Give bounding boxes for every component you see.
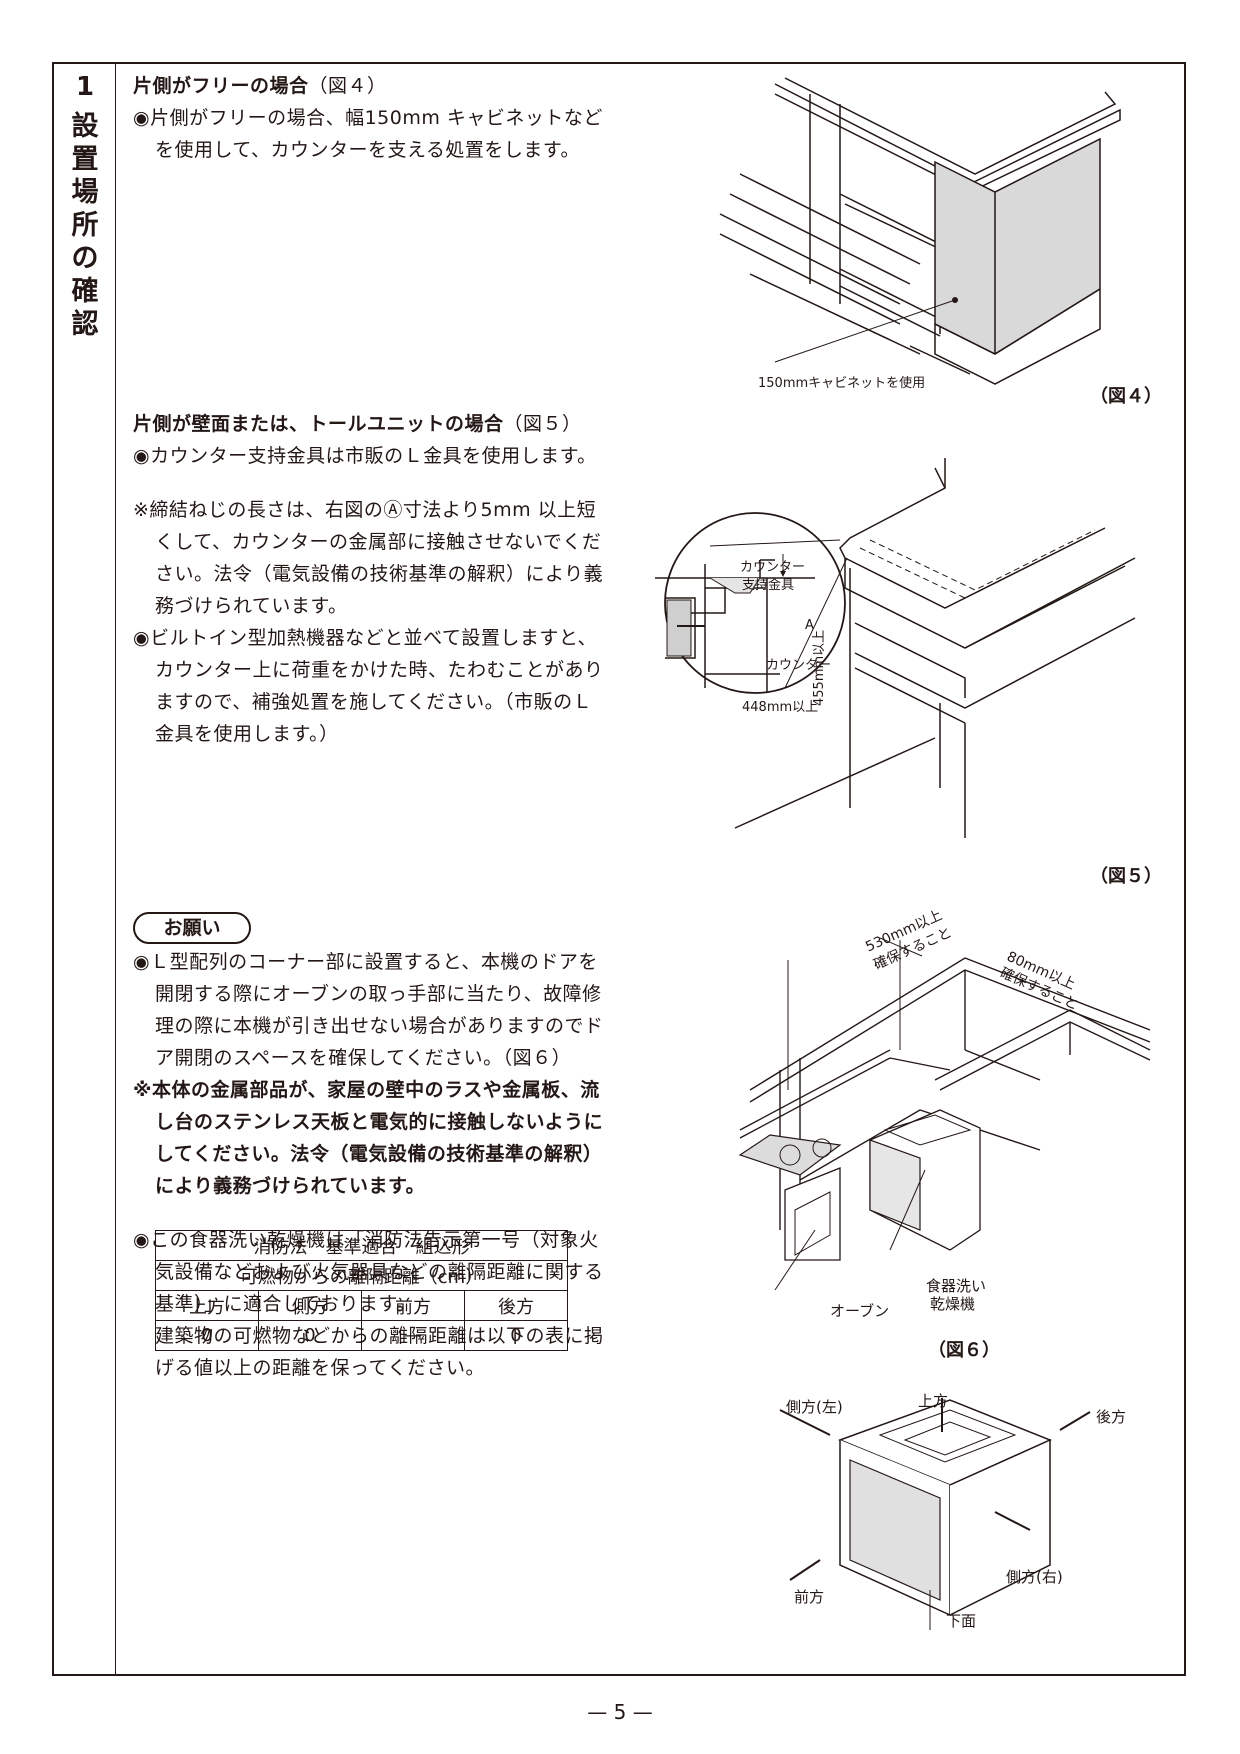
line-text: 開閉する際にオーブンの取っ手部に当たり、故障修 (155, 983, 602, 1005)
line-text: を使用して、カウンターを支える処置をします。 (155, 139, 581, 161)
table-row: 上方 側方 前方 後方 (155, 1290, 568, 1321)
figure-5-label-455: 455mm以上 (812, 629, 827, 706)
line-text: により義務づけられています。 (155, 1175, 426, 1197)
figure-5-label-bracket-2: 支持金具 (742, 578, 795, 593)
line-text: 理の際に本機が引き出せない場合がありますのでド (155, 1015, 604, 1037)
figure-6-label-washer-1: 食器洗い (926, 1277, 987, 1295)
figure-7-label-rear: 後方 (1096, 1408, 1127, 1426)
figure-4-cabinet-label: 150mmキャビネットを使用 (758, 376, 926, 391)
figure-ref: （図４） (308, 75, 387, 97)
bullet-paragraph: ◉Ｌ型配列のコーナー部に設置すると、本機のドアを 開閉する際にオーブンの取っ手部… (133, 946, 653, 1074)
figure-7-label-front: 前方 (794, 1588, 825, 1606)
figure-6-label-oven: オーブン (830, 1302, 890, 1320)
figure-7-label-top: 上方 (918, 1392, 949, 1410)
figure-5-label-a: A (805, 618, 814, 633)
line-text: ◉ビルトイン型加熱機器などと並べて設置しますと、 (133, 627, 598, 649)
table-header-cell: 後方 (464, 1290, 568, 1321)
heading-text: 片側が壁面または、トールユニットの場合 (133, 413, 504, 435)
line-text: ますので、補強処置を施してください。（市販のＬ (155, 691, 593, 713)
figure-4-drawing (719, 77, 1121, 385)
section-number: 1 (75, 72, 95, 102)
section-title-char: の (71, 243, 99, 274)
line-text: ※本体の金属部品が、家屋の壁中のラスや金属板、流 (133, 1079, 600, 1101)
table-header-cell: 上方 (155, 1290, 259, 1321)
section-title-char: 認 (71, 309, 99, 340)
figure-6-caption: （図６） (928, 1340, 1000, 1361)
section-title-char: 場 (71, 177, 99, 208)
figure-5-label-448: 448mm以上 (742, 700, 819, 715)
table-cell: — (361, 1320, 465, 1351)
figure-6-drawing (738, 937, 1151, 1291)
line-text: げる値以上の距離を保ってください。 (155, 1357, 485, 1379)
figure-6-label-washer-2: 乾燥機 (930, 1295, 976, 1313)
table-cell: 0 (258, 1320, 362, 1351)
figure-5-caption: （図５） (1090, 866, 1162, 887)
line-text: カウンター上に荷重をかけた時、たわむことがあり (155, 659, 604, 681)
line-text: 金具を使用します。） (155, 723, 339, 745)
table-row: 消防法 基準適合 組込形 (155, 1230, 568, 1261)
figure-ref: （図５） (503, 413, 582, 435)
clearance-table: 消防法 基準適合 組込形 可燃物からの離隔距離（cm） 上方 側方 前方 後方 … (155, 1230, 568, 1351)
line-text: さい。法令（電気設備の技術基準の解釈）により義 (155, 563, 604, 585)
block-free-side: 片側がフリーの場合（図４） ◉片側がフリーの場合、幅150mm キャビネットなど… (133, 70, 653, 166)
figure-7-label-bottom: 下面 (946, 1612, 977, 1630)
figure-5-drawing (655, 458, 1136, 838)
request-badge: お願い (133, 912, 251, 944)
section-title-char: 確 (71, 276, 99, 307)
figure-5-label-counter: カウンター (766, 658, 832, 673)
table-subtitle: 可燃物からの離隔距離（cm） (155, 1260, 568, 1291)
table-row: 可燃物からの離隔距離（cm） (155, 1260, 568, 1291)
table-title: 消防法 基準適合 組込形 (155, 1230, 568, 1261)
block-wall-side-heading: 片側が壁面または、トールユニットの場合（図５） (133, 408, 653, 440)
line-text: くして、カウンターの金属部に接触させないでくだ (155, 531, 602, 553)
table-cell: 0 (464, 1320, 568, 1351)
heading-text: 片側がフリーの場合 (133, 75, 309, 97)
table-cell: 0 (155, 1320, 259, 1351)
block-wall-side: 片側が壁面または、トールユニットの場合（図５） ◉カウンター支持金具は市販のＬ金… (133, 408, 653, 750)
table-row: 0 0 — 0 (155, 1320, 568, 1351)
figure-5-label-bracket-1: カウンター (740, 560, 806, 575)
figure-4-caption: （図４） (1090, 386, 1162, 407)
table-header-cell: 側方 (258, 1290, 362, 1321)
line-text: ◉Ｌ型配列のコーナー部に設置すると、本機のドアを (133, 951, 598, 973)
line-text: してください。法令（電気設備の技術基準の解釈） (155, 1143, 603, 1165)
section-title-char: 所 (71, 210, 99, 241)
section-sidebar: 1 設 置 場 所 の 確 認 (54, 64, 116, 1674)
line-text: し台のステンレス天板と電気的に接触しないように (155, 1111, 604, 1133)
page-number: — 5 — (587, 1700, 653, 1724)
section-title-char: 設 (71, 111, 99, 142)
bullet-line: ◉片側がフリーの場合、幅150mm キャビネットなどを使用して、カウンターを支え… (133, 102, 653, 166)
line-text: 務づけられています。 (155, 595, 348, 617)
note-paragraph: ※締結ねじの長さは、右図のⒶ寸法より5mm 以上短 くして、カウンターの金属部に… (133, 494, 653, 622)
bullet-line: ◉カウンター支持金具は市販のＬ金具を使用します。 (133, 445, 597, 467)
table-header-cell: 前方 (361, 1290, 465, 1321)
content-frame: 1 設 置 場 所 の 確 認 (52, 62, 1186, 1676)
figure-7-label-side-left: 側方(左) (786, 1398, 843, 1416)
line-text: ※締結ねじの長さは、右図のⒶ寸法より5mm 以上短 (133, 499, 597, 521)
section-title: 設 置 場 所 の 確 認 (68, 110, 102, 341)
line-text: ◉片側がフリーの場合、幅150mm キャビネットなど (133, 107, 603, 129)
section-title-char: 置 (71, 144, 99, 175)
figure-7-drawing (779, 1398, 1091, 1630)
line-text: ア開閉のスペースを確保してください。（図６） (155, 1047, 572, 1069)
block-free-side-heading: 片側がフリーの場合（図４） (133, 70, 653, 102)
warning-paragraph: ※本体の金属部品が、家屋の壁中のラスや金属板、流 し台のステンレス天板と電気的に… (133, 1074, 653, 1202)
figure-7-label-side-right: 側方(右) (1006, 1568, 1063, 1586)
bullet-paragraph: ◉ビルトイン型加熱機器などと並べて設置しますと、 カウンター上に荷重をかけた時、… (133, 622, 653, 750)
